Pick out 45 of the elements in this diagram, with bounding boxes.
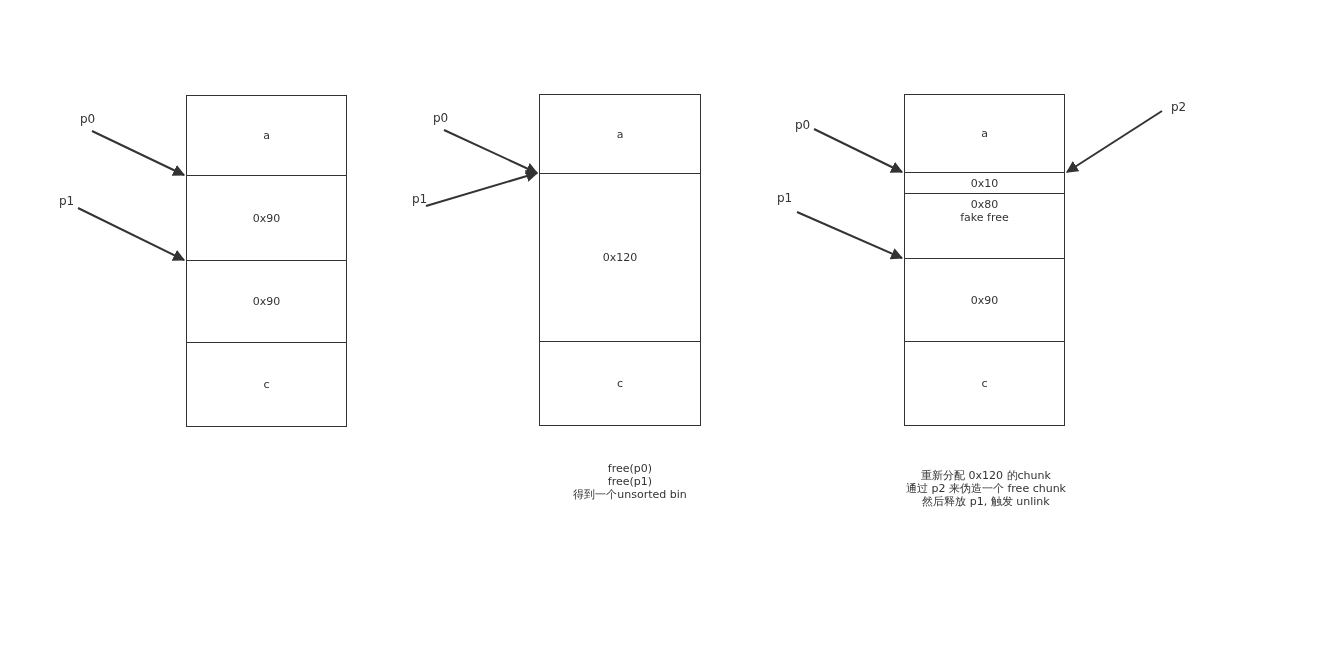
caption-line: 重新分配 0x120 的chunk	[921, 469, 1051, 482]
chunk-label: c	[263, 378, 270, 391]
caption-line: free(p1)	[607, 475, 653, 488]
chunk-label: c	[981, 377, 988, 390]
chunk-label: 0x90	[970, 293, 999, 307]
pointer-label: p0	[80, 112, 96, 126]
memory-chunk-box	[904, 258, 1065, 342]
pointer-label: p0	[795, 118, 811, 132]
chunk-label: 0x90	[252, 295, 281, 308]
chunk-label: 0x10	[970, 176, 999, 190]
chunk-label: c	[616, 377, 624, 390]
arrow	[91, 130, 186, 176]
pointer-label: p1	[777, 191, 793, 205]
arrow	[813, 128, 904, 173]
memory-chunk-box	[904, 341, 1065, 426]
caption-line: 得到一个unsorted bin	[573, 488, 687, 501]
chunk-label: 0x90	[252, 211, 281, 225]
arrow	[425, 170, 539, 207]
pointer-label: p1	[412, 192, 428, 206]
memory-chunk-box	[539, 94, 701, 174]
caption-line: 通过 p2 来伪造一个 free chunk	[906, 482, 1066, 495]
pointer-label: p1	[59, 194, 75, 208]
memory-chunk-box	[186, 175, 347, 261]
chunk-label: a	[981, 127, 988, 140]
memory-chunk-box	[186, 342, 347, 427]
chunk-label: a	[263, 129, 270, 142]
memory-chunk-box	[904, 172, 1065, 194]
caption-line: free(p0)	[607, 462, 653, 475]
arrow	[796, 211, 904, 260]
chunk-label: fake free	[960, 211, 1009, 224]
arrow	[443, 129, 539, 174]
memory-chunk-box	[904, 94, 1065, 173]
arrow	[1066, 110, 1163, 173]
memory-chunk-box	[186, 260, 347, 343]
pointer-label: p2	[1171, 100, 1187, 114]
memory-chunk-box	[539, 341, 701, 426]
chunk-label: 0x80	[970, 198, 999, 211]
chunk-label: a	[616, 127, 624, 141]
memory-chunk-box	[904, 193, 1065, 259]
arrow	[77, 207, 186, 261]
memory-chunk-box	[539, 173, 701, 342]
caption-line: 然后释放 p1, 触发 unlink	[922, 495, 1050, 508]
pointer-label: p0	[433, 111, 449, 125]
memory-chunk-box	[186, 95, 347, 176]
chunk-label: 0x120	[602, 251, 638, 264]
